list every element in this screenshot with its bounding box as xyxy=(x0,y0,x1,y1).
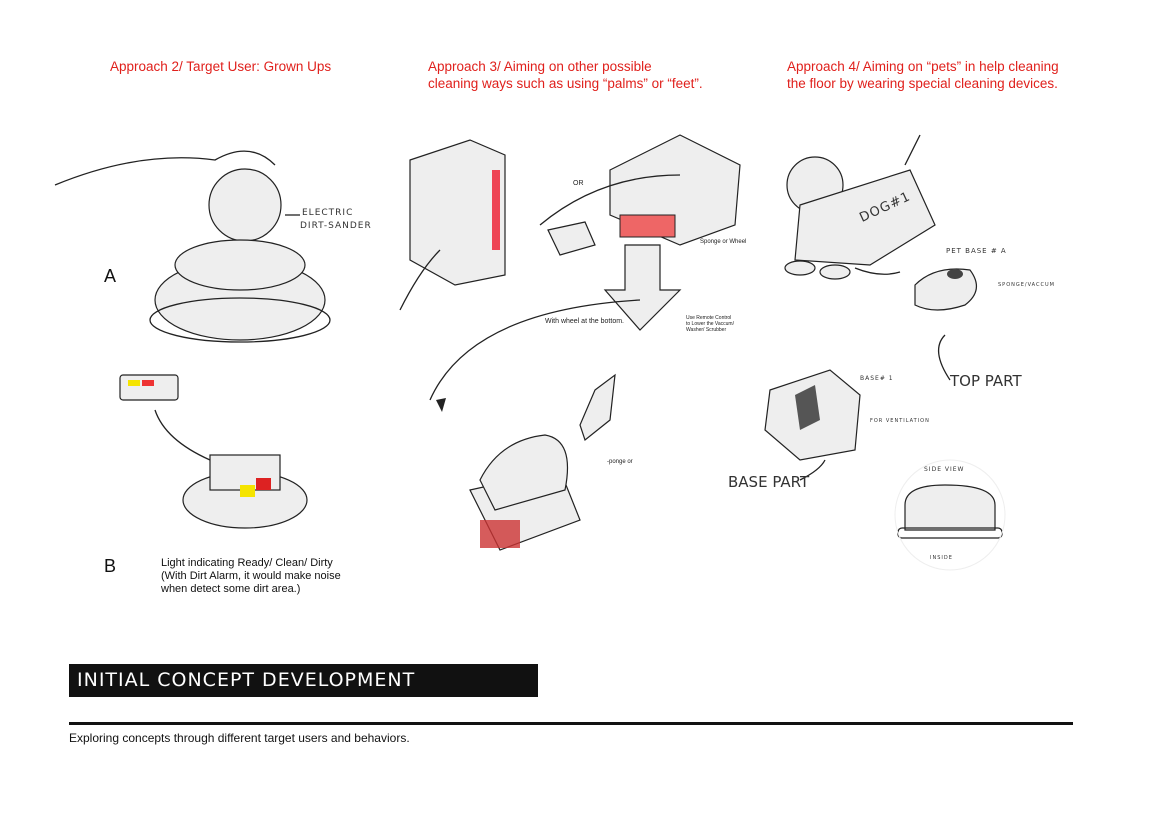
page-subtitle: Exploring concepts through different tar… xyxy=(69,731,410,745)
heading-line: Approach 4/ Aiming on “pets” in help cle… xyxy=(787,59,1059,74)
caption-line: when detect some dirt area.) xyxy=(161,583,301,595)
palm-sketch xyxy=(399,139,506,311)
page-title-banner: INITIAL CONCEPT DEVELOPMENT CONTINUED xyxy=(69,664,538,724)
inside-label: INSIDE xyxy=(930,555,953,561)
label-a: A xyxy=(104,266,117,286)
remote-line: Use Remote Control xyxy=(686,315,732,321)
light-indicator-sketch xyxy=(119,374,308,529)
sponge-vaccum-label: SPONGE/VACCUM xyxy=(998,282,1055,288)
base-part-sketch xyxy=(764,369,861,481)
caption-line: (With Dirt Alarm, it would make noise xyxy=(161,570,341,582)
heading-line: cleaning ways such as using “palms” or “… xyxy=(428,76,703,91)
top-part-label: TOP PART xyxy=(950,372,1022,390)
remote-line: Washer/ Scrubber xyxy=(686,327,727,333)
side-view-sketch xyxy=(894,459,1006,571)
or-label: OR xyxy=(573,180,584,187)
caption-line: Light indicating Ready/ Clean/ Dirty xyxy=(161,557,333,569)
divider xyxy=(69,722,1073,725)
base1-label: BASE# 1 xyxy=(860,375,894,382)
dirt-sander-sketch xyxy=(54,150,331,343)
approach-2-heading: Approach 2/ Target User: Grown Ups xyxy=(110,58,331,75)
dirt-sander-label: DIRT-SANDER xyxy=(300,221,372,231)
approach-3-heading: Approach 3/ Aiming on other possible cle… xyxy=(428,58,703,92)
heading-line: the floor by wearing special cleaning de… xyxy=(787,76,1058,91)
side-view-label: SIDE VIEW xyxy=(924,466,965,473)
electric-label: ELECTRIC xyxy=(302,208,354,218)
label-b: B xyxy=(104,556,117,576)
pet-base-sketch xyxy=(914,268,977,381)
heading-line: Approach 3/ Aiming on other possible xyxy=(428,59,652,74)
sponge-device-sketch xyxy=(429,134,741,412)
approach-4-heading: Approach 4/ Aiming on “pets” in help cle… xyxy=(787,58,1059,92)
ventilation-label: FOR VENTILATION xyxy=(870,418,930,424)
remote-line: to Lower the Vaccum/ xyxy=(686,321,734,327)
heading-line: Approach 2/ Target User: Grown Ups xyxy=(110,59,332,74)
pet-base-label: PET BASE # A xyxy=(946,247,1007,255)
remote-label: Use Remote Control to Lower the Vaccum/ … xyxy=(686,315,734,333)
sponge-wheel-label: Sponge or Wheel xyxy=(700,239,747,245)
light-caption: Light indicating Ready/ Clean/ Dirty (Wi… xyxy=(161,557,341,596)
wheel-bottom-label: With wheel at the bottom. xyxy=(545,318,624,325)
sponge-or-label: -ponge or xyxy=(607,459,633,465)
dog-sketch xyxy=(784,134,936,280)
vacuum-sketch xyxy=(469,373,616,551)
base-part-label: BASE PART xyxy=(728,473,810,491)
